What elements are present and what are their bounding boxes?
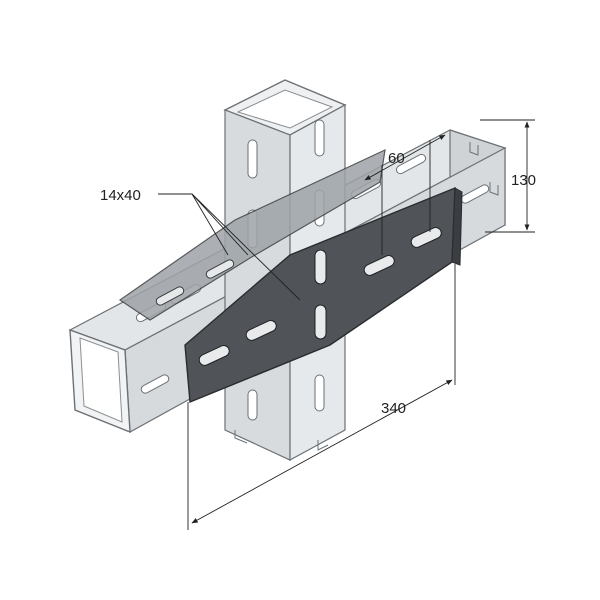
plate-height-label: 130 [511, 172, 536, 189]
plate-slot [363, 255, 395, 276]
plate-slot [410, 227, 442, 248]
slot-size-label: 14x40 [100, 187, 141, 204]
back-plate [118, 148, 386, 321]
dimension-lines [158, 119, 535, 530]
plate-slot [198, 345, 230, 366]
slot-spacing-label: 60 [388, 150, 405, 167]
plate-slot [245, 320, 277, 341]
plate-length-label: 340 [381, 400, 406, 417]
plate-slot [314, 249, 327, 285]
front-plate [184, 186, 463, 404]
plate-slot [314, 304, 327, 340]
